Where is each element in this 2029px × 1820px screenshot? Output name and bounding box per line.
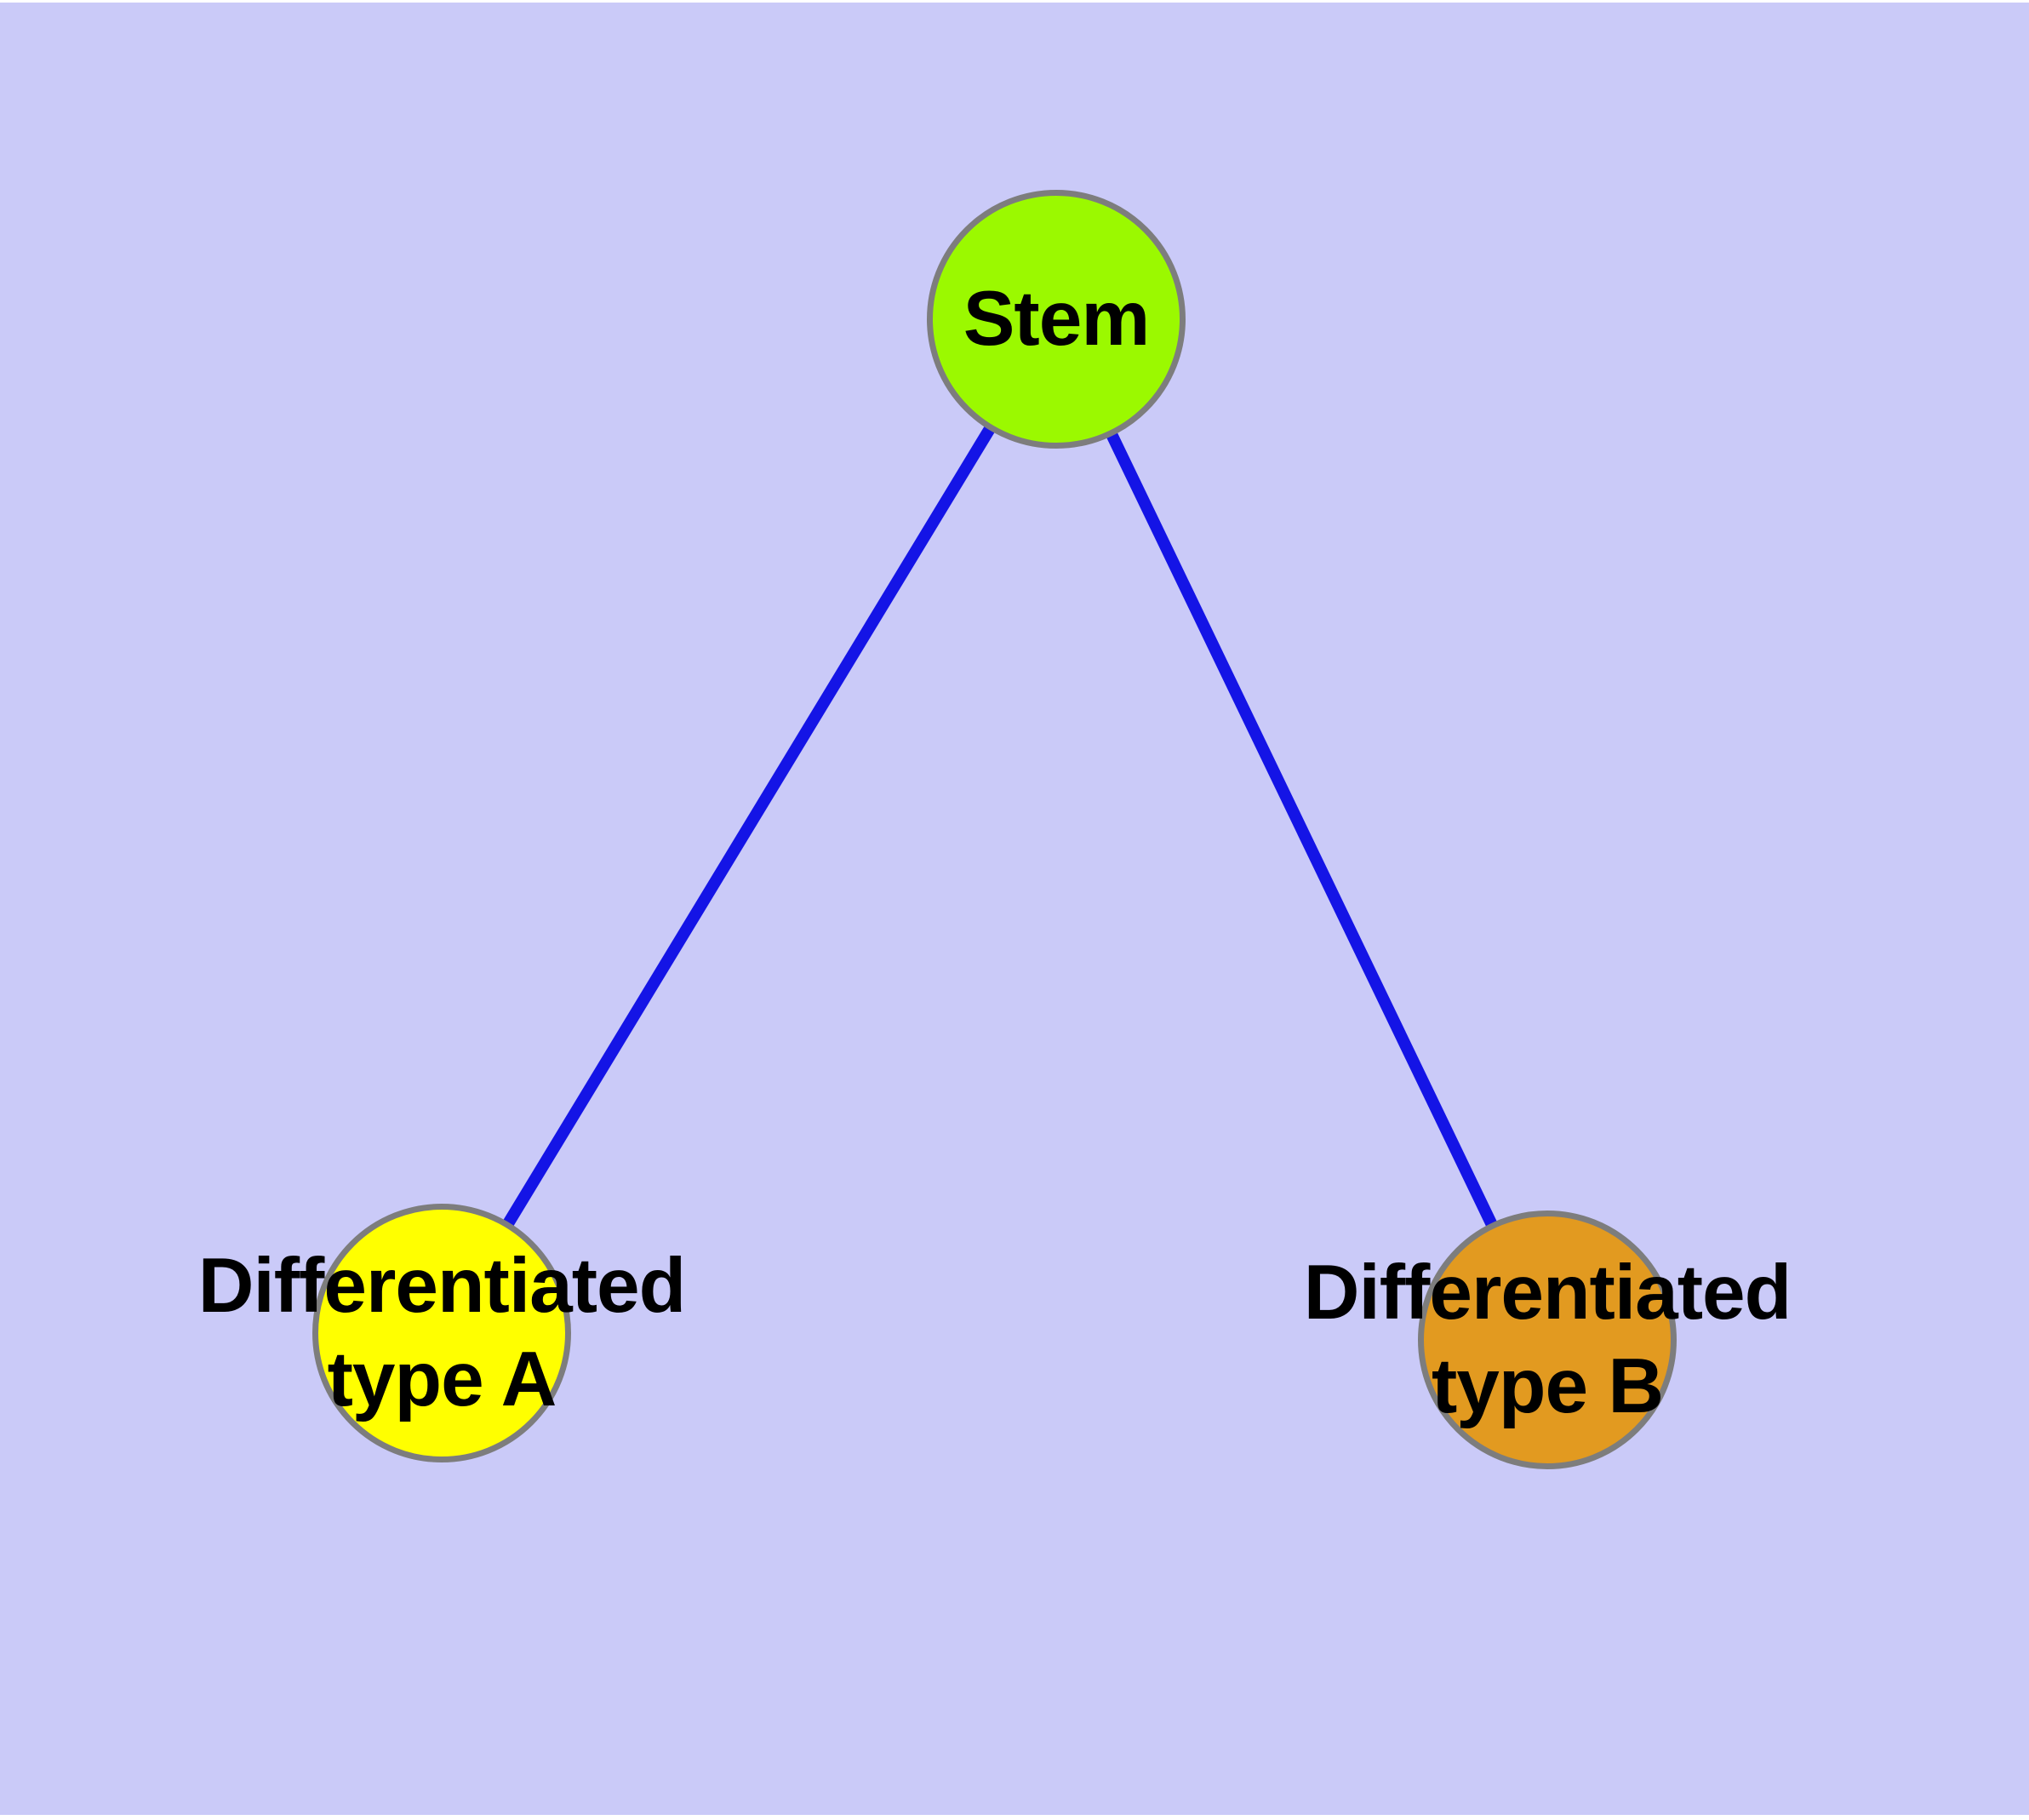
edge-stem-to-differentiated-type-b [1050,316,1553,1343]
node-differentiated-type-b [1418,1210,1677,1469]
edge-layer [437,316,1553,1343]
edge-stem-to-differentiated-type-a [437,316,1061,1336]
node-differentiated-type-a [312,1204,571,1462]
node-stem [927,190,1186,449]
